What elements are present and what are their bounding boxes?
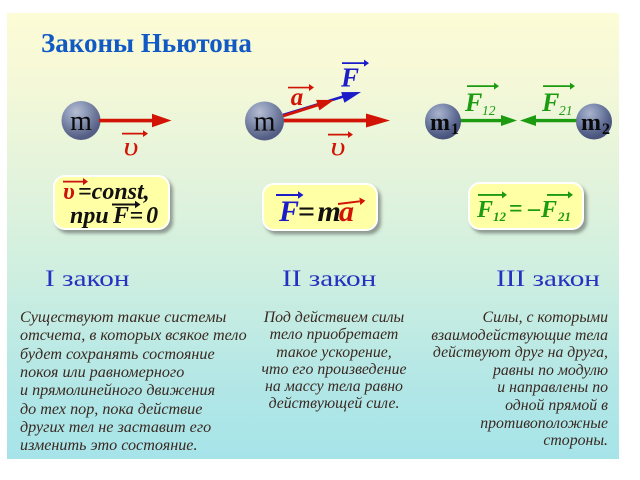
svg-text:F: F [541, 88, 559, 117]
svg-text:m: m [70, 106, 92, 137]
svg-text:υ: υ [63, 179, 75, 205]
svg-text:1: 1 [451, 121, 459, 138]
svg-text:a: a [339, 195, 354, 228]
svg-text:12: 12 [482, 103, 496, 118]
svg-text:F: F [340, 63, 359, 93]
svg-text:=: = [509, 196, 523, 222]
svg-text:=0: =0 [130, 203, 162, 229]
svg-text:υ: υ [331, 133, 346, 161]
svg-text:m: m [581, 110, 601, 136]
svg-text:υ: υ [124, 133, 139, 161]
svg-text:21: 21 [557, 209, 571, 224]
svg-text:=: = [298, 195, 315, 228]
svg-text:m: m [430, 110, 450, 136]
svg-text:F: F [278, 195, 299, 228]
svg-text:=const,: =const, [78, 179, 150, 205]
svg-text:2: 2 [602, 121, 610, 138]
svg-text:при: при [70, 203, 109, 229]
svg-text:a: a [291, 84, 304, 111]
svg-text:F: F [464, 88, 482, 117]
svg-text:F: F [476, 197, 493, 223]
svg-text:–: – [527, 196, 541, 222]
svg-text:F: F [540, 197, 557, 223]
svg-text:m: m [318, 195, 341, 228]
svg-text:21: 21 [559, 103, 573, 118]
svg-text:12: 12 [493, 209, 507, 224]
svg-text:F: F [112, 203, 129, 229]
svg-text:m: m [254, 107, 276, 138]
